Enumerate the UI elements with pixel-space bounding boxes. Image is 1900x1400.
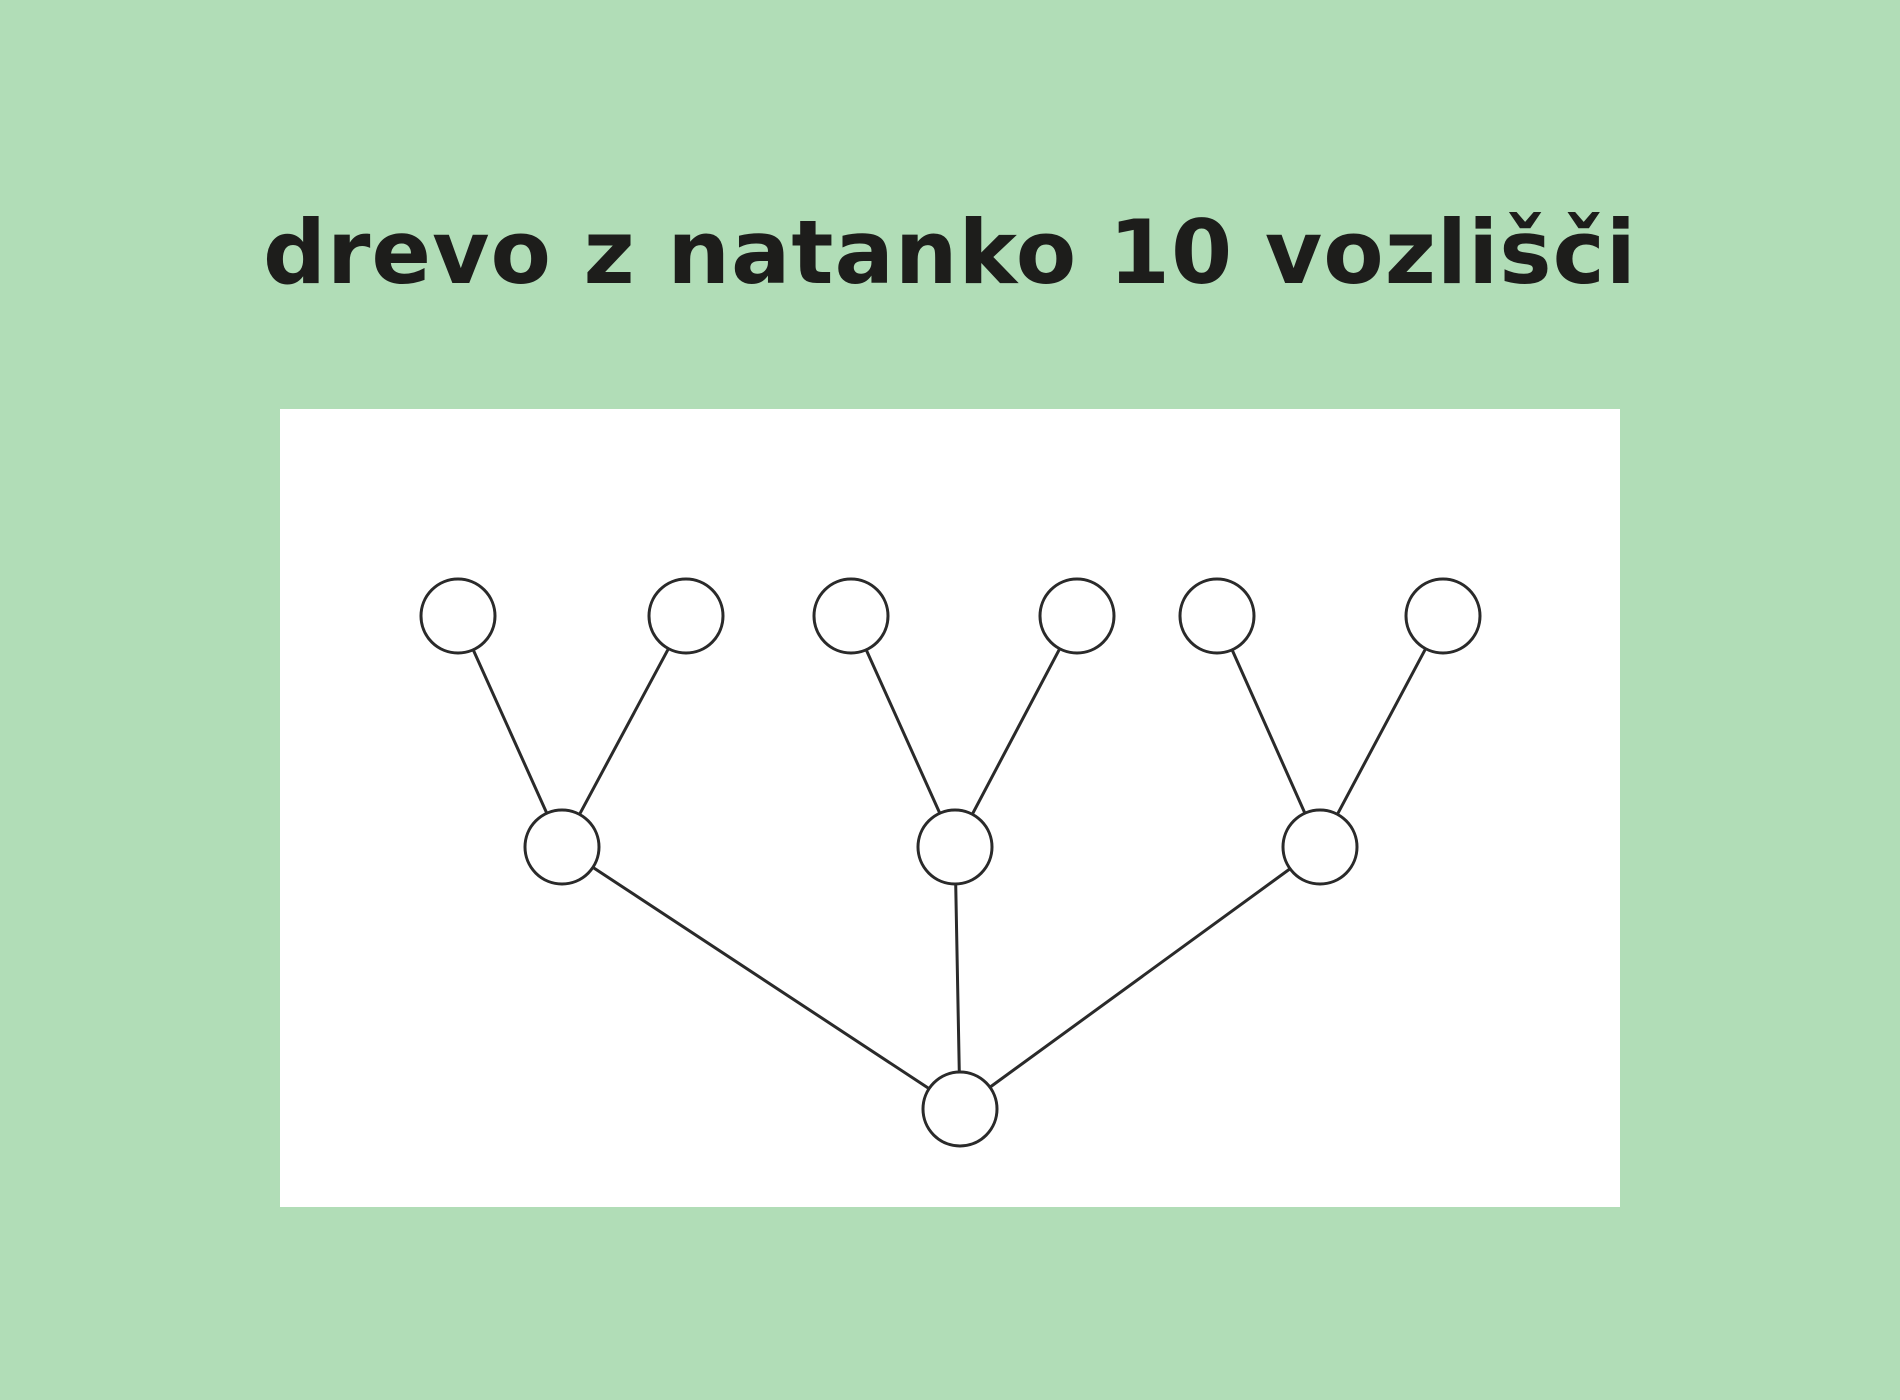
- node-leaf-4: [1038, 577, 1116, 655]
- slide-title: drevo z natanko 10 vozlišči: [263, 201, 1637, 304]
- edge-root-mid-right: [988, 867, 1292, 1089]
- node-mid-right: [1281, 808, 1359, 886]
- edge-mid-left-leaf-1: [471, 648, 549, 815]
- edge-root-mid-left: [591, 865, 931, 1091]
- tree-diagram: [419, 577, 1482, 1148]
- node-leaf-6: [1404, 577, 1482, 655]
- node-leaf-3: [812, 577, 890, 655]
- diagram-panel: [280, 409, 1620, 1207]
- node-leaf-2: [647, 577, 725, 655]
- node-mid-left: [523, 808, 601, 886]
- edge-mid-center-leaf-4: [970, 647, 1062, 816]
- node-leaf-1: [419, 577, 497, 655]
- node-mid-center: [916, 808, 994, 886]
- edge-mid-left-leaf-2: [577, 647, 671, 816]
- node-root: [921, 1070, 999, 1148]
- node-leaf-5: [1178, 577, 1256, 655]
- edge-mid-right-leaf-5: [1230, 648, 1307, 815]
- edge-root-mid-center: [954, 882, 961, 1074]
- edge-mid-center-leaf-3: [864, 648, 942, 815]
- edge-mid-right-leaf-6: [1335, 647, 1428, 816]
- tree-nodes: [419, 577, 1482, 1148]
- tree-edges: [471, 647, 1428, 1091]
